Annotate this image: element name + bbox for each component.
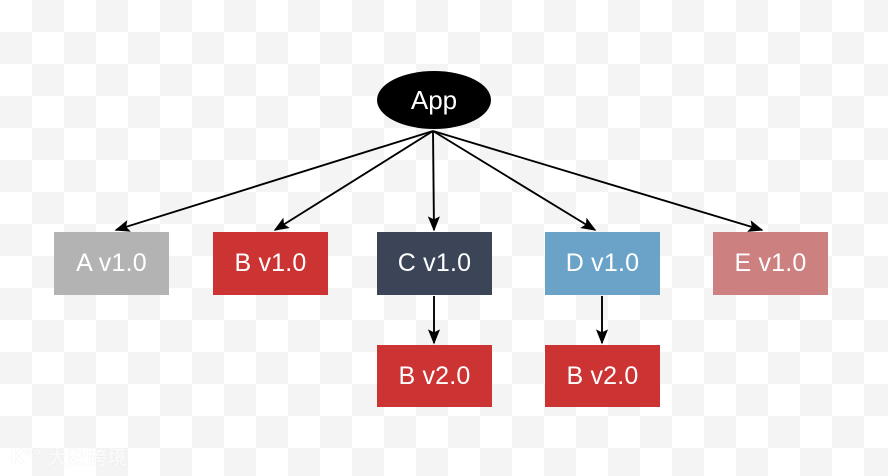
watermark: K°° 大数跨境 (10, 443, 128, 470)
node-d-v1-label: D v1.0 (565, 249, 640, 277)
node-b-v2-left[interactable]: B v2.0 (377, 345, 492, 407)
node-a-v1[interactable]: A v1.0 (54, 232, 169, 295)
node-e-v1-label: E v1.0 (734, 249, 807, 277)
node-c-v1-label: C v1.0 (397, 249, 472, 277)
node-d-v1[interactable]: D v1.0 (545, 232, 660, 295)
edge-app-to-a (114, 130, 434, 232)
node-b-v2-left-label: B v2.0 (398, 361, 471, 390)
node-e-v1[interactable]: E v1.0 (713, 232, 828, 295)
watermark-logo-icon: K°° (10, 445, 42, 468)
edge-app-to-c (427, 130, 440, 232)
node-b-v1-label: B v1.0 (234, 249, 307, 277)
node-app[interactable]: App (377, 71, 491, 129)
edge-app-to-b (273, 130, 434, 231)
watermark-text: 大数跨境 (47, 447, 128, 469)
edge-app-to-e (432, 130, 764, 232)
node-b-v2-right-label: B v2.0 (566, 361, 639, 390)
edge-app-to-d (432, 130, 597, 231)
node-c-v1[interactable]: C v1.0 (377, 232, 492, 295)
node-a-v1-label: A v1.0 (76, 249, 147, 277)
node-b-v1[interactable]: B v1.0 (213, 232, 328, 295)
node-b-v2-right[interactable]: B v2.0 (545, 345, 660, 407)
node-app-label: App (410, 84, 458, 115)
